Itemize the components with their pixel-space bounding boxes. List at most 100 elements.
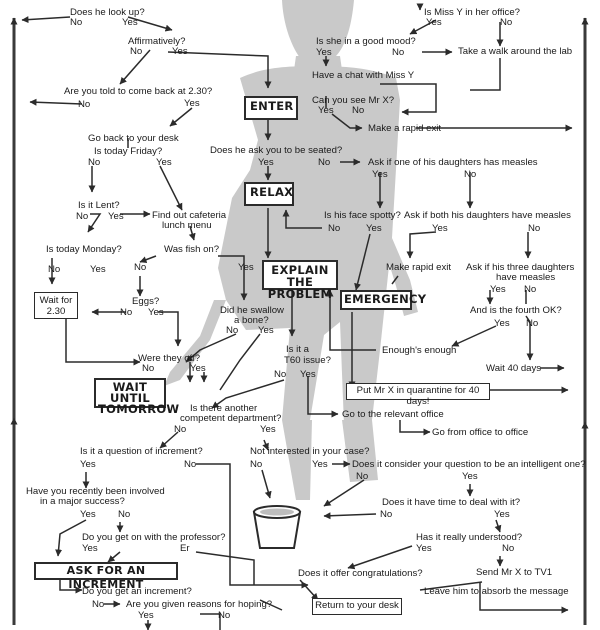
q-good-mood: Is she in a good mood? <box>316 36 416 47</box>
label-no: No <box>464 169 477 180</box>
q-t60-issue: Is it a <box>286 344 309 355</box>
label-no: No <box>218 610 231 621</box>
step-both-measles: Ask if both his daughters have measles <box>404 210 571 221</box>
label-yes: Yes <box>372 169 388 180</box>
label-no: No <box>328 223 341 234</box>
box-line: 2.30 <box>46 306 66 317</box>
q-face-spotty: Is his face spotty? <box>324 210 401 221</box>
label-yes: Yes <box>312 459 328 470</box>
label-no: No <box>134 262 147 273</box>
label-yes: Yes <box>318 105 334 116</box>
bucket-icon <box>252 505 302 549</box>
q-get-increment: Do you get an increment? <box>82 586 192 597</box>
box-quarantine: Put Mr X in quarantine for 40 days! <box>346 383 490 407</box>
step-wait-40-days: Wait 40 days <box>486 363 542 374</box>
label-no: No <box>500 17 513 28</box>
label-yes: Yes <box>122 17 138 28</box>
q-is-today-monday: Is today Monday? <box>46 244 122 255</box>
step-make-rapid-exit: Make a rapid exit <box>368 123 442 134</box>
label-yes: Yes <box>416 543 432 554</box>
label-no: No <box>130 46 143 57</box>
label-yes: Yes <box>462 471 478 482</box>
step-enoughs-enough: Enough's enough <box>382 345 457 356</box>
label-no: No <box>78 99 91 110</box>
q-intelligent: Does it consider your question to be an … <box>352 459 586 470</box>
box-return-to-desk: Return to your desk <box>312 598 402 615</box>
step-chat-miss-y: Have a chat with Miss Y <box>312 70 415 81</box>
label-yes: Yes <box>138 610 154 621</box>
box-line: THE PROBLEM <box>267 275 333 301</box>
box-explain-problem: EXPLAIN THE PROBLEM <box>262 260 338 300</box>
q-another-department: Is there another <box>190 403 258 414</box>
q-eggs: Eggs? <box>132 296 160 307</box>
label-no: No <box>524 284 537 295</box>
label-no: No <box>70 17 83 28</box>
side-arrows <box>10 17 589 625</box>
label-yes: Yes <box>490 284 506 295</box>
q-fourth-ok: And is the fourth OK? <box>470 305 562 316</box>
q-can-you-see-mr-x: Can you see Mr X? <box>312 95 395 106</box>
q-affirmatively: Affirmatively? <box>128 36 186 47</box>
label-no: No <box>88 157 101 168</box>
label-yes: Yes <box>108 211 124 222</box>
connectors <box>21 3 573 630</box>
box-enter: ENTER <box>244 96 298 120</box>
label-yes: Yes <box>316 47 332 58</box>
box-wait-until-tomorrow: WAIT UNTIL TOMORROW <box>94 378 179 415</box>
step-relevant-office: Go to the relevant office <box>342 409 444 420</box>
box-line: EXPLAIN <box>271 263 329 277</box>
label-yes: Yes <box>238 262 254 273</box>
q-time-deal: Does it have time to deal with it? <box>382 497 521 508</box>
label-no: No <box>120 307 133 318</box>
q-major-success-2: in a major success? <box>40 496 125 507</box>
label-yes: Yes <box>260 424 276 435</box>
box-wait-for-230: Wait for 2.30 <box>34 292 78 319</box>
label-yes: Yes <box>190 363 206 374</box>
label-yes: Yes <box>258 157 274 168</box>
q-told-come-back: Are you told to come back at 2.30? <box>64 86 213 97</box>
step-absorb-message: Leave him to absorb the message <box>424 586 569 597</box>
label-no: No <box>48 264 61 275</box>
step-daughter-measles: Ask if one of his daughters has measles <box>368 157 538 168</box>
step-walk-lab: Take a walk around the lab <box>458 46 573 57</box>
label-yes: Yes <box>80 459 96 470</box>
label-yes: Yes <box>172 46 188 57</box>
label-yes: Yes <box>494 509 510 520</box>
label-no: No <box>76 211 89 222</box>
box-line: TOMORROW <box>98 402 180 416</box>
q-major-success: Have you recently been involved <box>26 486 165 497</box>
q-is-it-lent: Is it Lent? <box>78 200 120 211</box>
box-relax: RELAX <box>244 182 294 206</box>
label-no: No <box>142 363 155 374</box>
label-yes: Yes <box>300 369 316 380</box>
label-yes: Yes <box>258 325 274 336</box>
label-yes: Yes <box>90 264 106 275</box>
label-no: No <box>526 318 539 329</box>
label-no: No <box>392 47 405 58</box>
label-yes: Yes <box>82 543 98 554</box>
label-yes: Yes <box>494 318 510 329</box>
q-was-fish-on: Was fish on? <box>164 244 220 255</box>
label-no: No <box>174 424 187 435</box>
q-did-he-swallow: Did he swallow <box>220 305 284 316</box>
box-emergency: EMERGENCY <box>340 290 426 310</box>
q-congratulations: Does it offer congratulations? <box>298 568 423 579</box>
q-asked-seated: Does he ask you to be seated? <box>210 145 343 156</box>
q-really-understood: Has it really understood? <box>416 532 523 543</box>
step-find-cafeteria-2: lunch menu <box>162 220 212 231</box>
q-is-miss-y: Is Miss Y in her office? <box>424 7 520 18</box>
q-professor: Do you get on with the professor? <box>82 532 226 543</box>
step-make-rapid-exit-2: Make rapid exit <box>386 262 452 273</box>
step-find-cafeteria: Find out cafeteria <box>152 210 227 221</box>
label-no: No <box>502 543 515 554</box>
q-did-he-swallow-2: a bone? <box>234 315 269 326</box>
label-no: No <box>250 459 263 470</box>
label-yes: Yes <box>80 509 96 520</box>
step-send-tv1: Send Mr X to TV1 <box>476 567 553 578</box>
label-no: No <box>92 599 105 610</box>
q-t60-issue-2: T60 issue? <box>284 355 331 366</box>
box-line: Wait for <box>39 295 73 306</box>
step-three-measles-2: have measles <box>496 272 556 283</box>
